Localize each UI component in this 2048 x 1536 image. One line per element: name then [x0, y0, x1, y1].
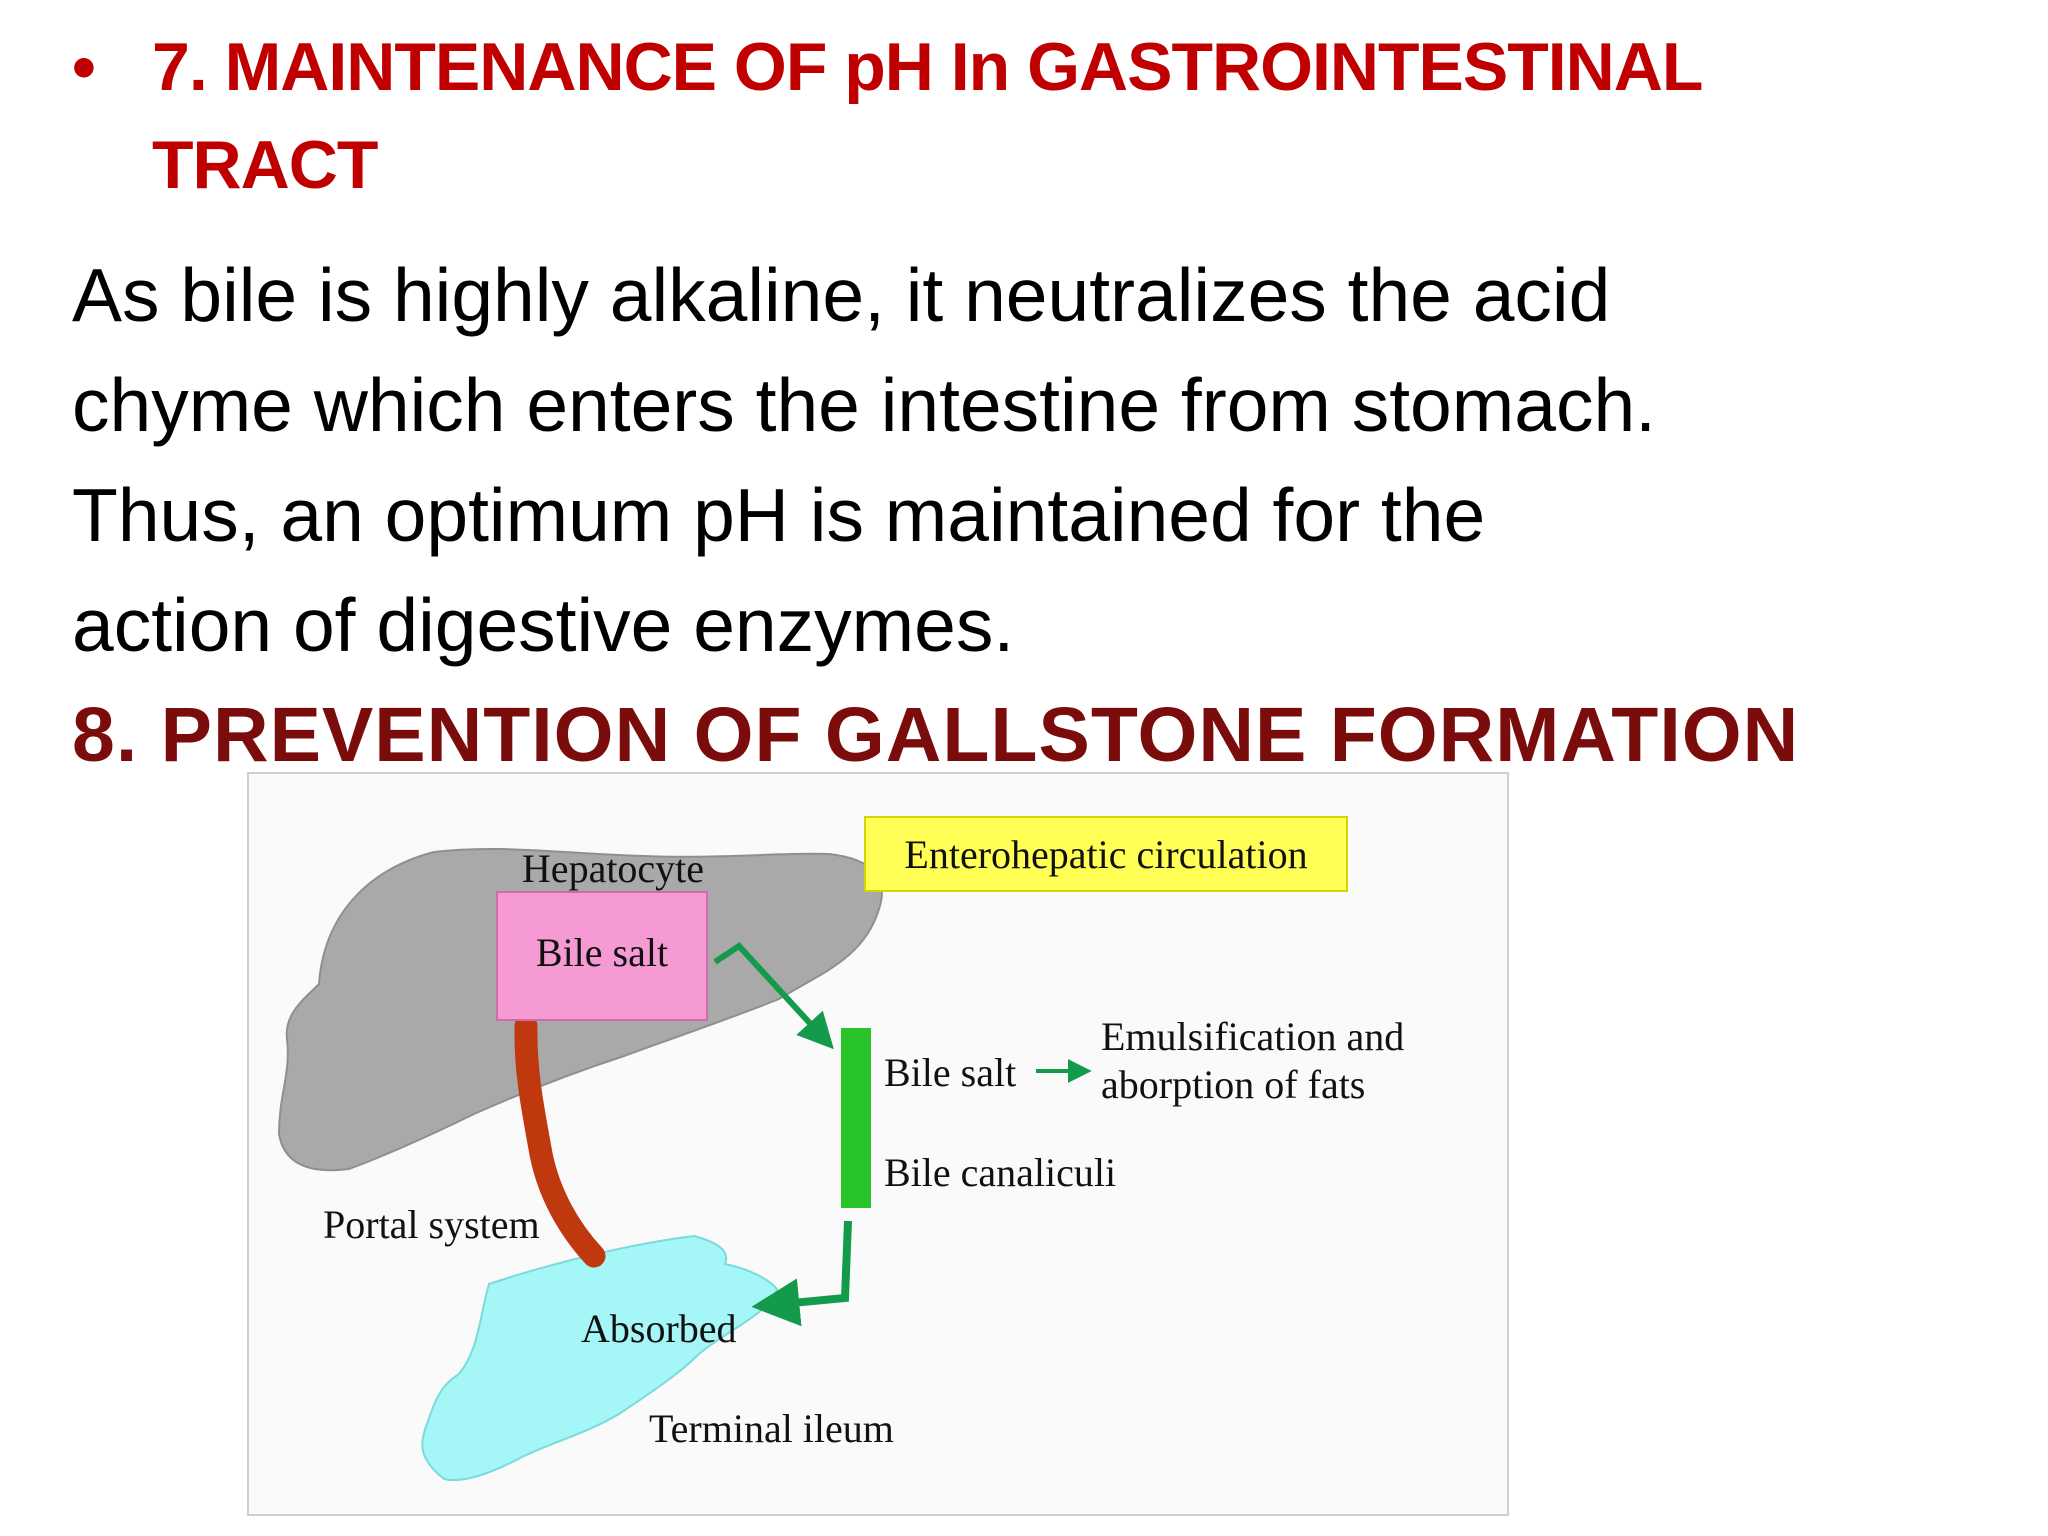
section-7-heading-line-1: 7. MAINTENANCE OF pH In GASTROINTESTINAL [152, 29, 1703, 105]
arrow-to-canaliculus [713, 942, 834, 1050]
bile-canaliculi-label: Bile canaliculi [884, 1150, 1116, 1195]
hepatocyte-label: Hepatocyte [522, 846, 704, 891]
portal-vein [514, 1014, 606, 1268]
title-label: Enterohepatic circulation [904, 832, 1307, 877]
section-8-heading: 8. PREVENTION OF GALLSTONE FORMATION [72, 692, 1800, 778]
absorbed-label: Absorbed [581, 1306, 737, 1351]
enterohepatic-diagram: Enterohepatic circulation Hepatocyte Bil… [277, 816, 1404, 1482]
bile-canaliculus-bar [841, 1028, 871, 1208]
bullet: • [72, 29, 96, 105]
emulsification-label-line-2: aborption of fats [1101, 1062, 1365, 1107]
section-7-heading: • 7. MAINTENANCE OF pH In GASTROINTESTIN… [72, 18, 1952, 214]
hepatocyte-box [496, 891, 708, 1021]
terminal-ileum-label: Terminal ileum [649, 1406, 894, 1451]
paragraph-line: chyme which enters the intestine from st… [72, 363, 1657, 447]
bile-salt-cell-label: Bile salt [536, 930, 668, 975]
section-7-paragraph: As bile is highly alkaline, it neutraliz… [72, 240, 1972, 680]
section-7-heading-text: 7. MAINTENANCE OF pH In GASTROINTESTINAL… [152, 18, 1952, 214]
bile-salt-canal-label: Bile salt [884, 1050, 1016, 1095]
enterohepatic-circulation-figure: Enterohepatic circulation Hepatocyte Bil… [247, 772, 1509, 1516]
emulsification-label-line-1: Emulsification and [1101, 1014, 1404, 1059]
paragraph-line: action of digestive enzymes. [72, 583, 1015, 667]
arrow-to-ileum [751, 1220, 852, 1327]
paragraph-line: Thus, an optimum pH is maintained for th… [72, 473, 1486, 557]
title-box [864, 816, 1348, 892]
section-7-heading-line-2: TRACT [152, 127, 378, 203]
ileum-shape [421, 1234, 779, 1482]
portal-system-label: Portal system [323, 1202, 540, 1247]
paragraph-line: As bile is highly alkaline, it neutraliz… [72, 253, 1611, 337]
